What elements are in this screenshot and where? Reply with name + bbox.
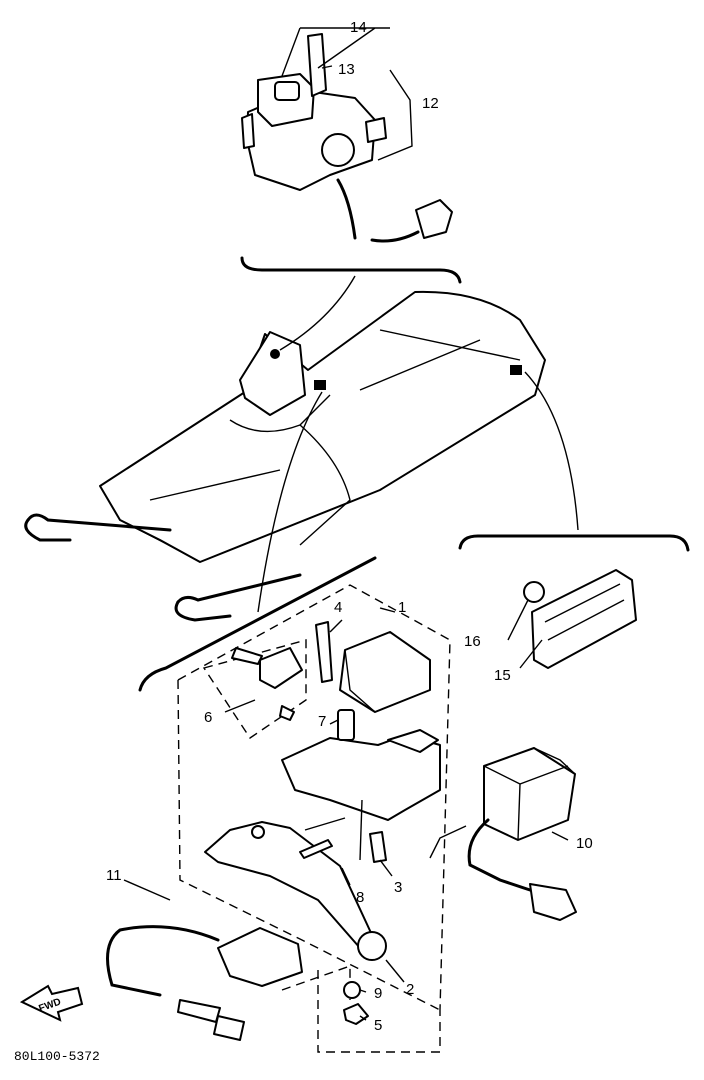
callout-3: 3 xyxy=(394,879,402,896)
callout-7: 7 xyxy=(318,713,326,730)
callout-10: 10 xyxy=(576,835,593,852)
callout-16: 16 xyxy=(464,633,481,650)
callout-6: 6 xyxy=(204,709,212,726)
tail-light-assembly xyxy=(458,534,690,669)
callout-8: 8 xyxy=(356,889,364,906)
callout-2: 2 xyxy=(406,981,414,998)
callout-5: 5 xyxy=(374,1017,382,1034)
snowmobile-body xyxy=(24,290,546,622)
callout-1: 1 xyxy=(398,599,406,616)
callout-15: 15 xyxy=(494,667,511,684)
switch-assembly xyxy=(240,27,462,284)
callout-12: 12 xyxy=(422,95,439,112)
callout-11: 11 xyxy=(106,867,122,884)
forward-arrow-icon: FWD xyxy=(19,984,84,1022)
callout-14: 14 xyxy=(350,19,367,36)
callout-13: 13 xyxy=(338,61,355,78)
brake-lever-assembly xyxy=(106,621,577,1041)
callout-9: 9 xyxy=(374,985,382,1002)
diagram-code: 80L100-5372 xyxy=(14,1049,100,1064)
callout-4: 4 xyxy=(334,599,342,616)
